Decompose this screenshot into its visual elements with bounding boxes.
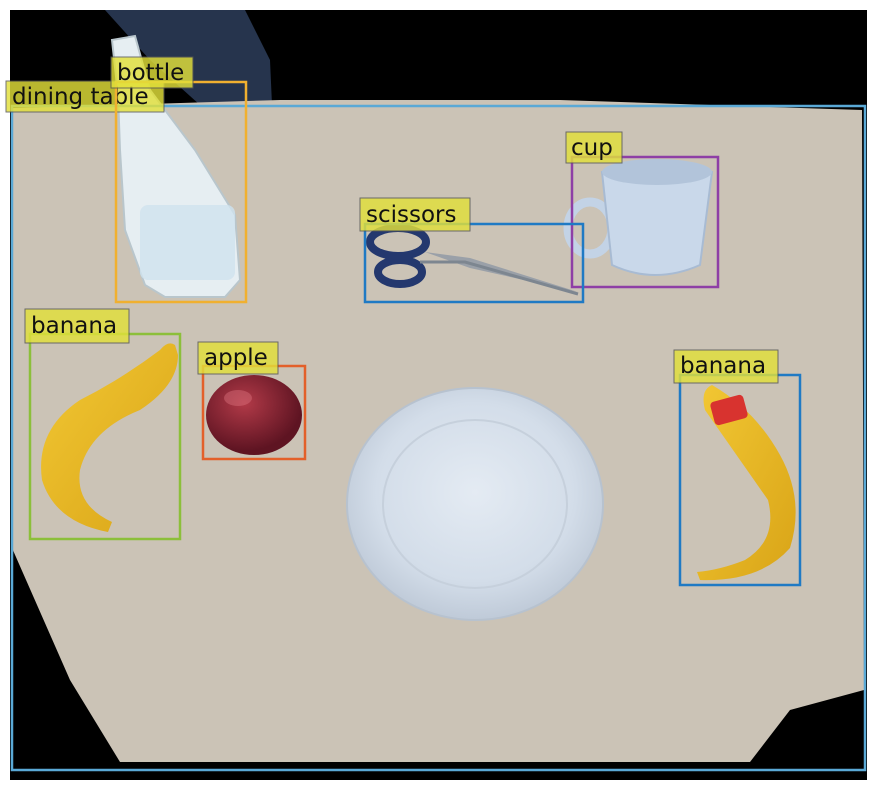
detection-box-0 [10,104,867,772]
detection-label-6: banana [680,353,766,379]
detection-label-bg-5 [197,341,279,375]
detection-label-1: bottle [117,60,184,86]
banana-sticker [710,394,748,426]
banana-right-shape [697,385,796,581]
detection-label-bg-1 [110,56,194,89]
plate-shape [346,387,604,621]
detection-box-3 [363,222,585,304]
detection-label-2: cup [571,135,613,161]
detection-label-bg-4 [24,308,130,344]
detection-label-bg-2 [565,131,623,164]
apple-shape [206,375,302,455]
detection-box-2 [570,155,720,289]
detection-label-bg-6 [673,349,779,384]
banana-left-shape [41,343,178,532]
cup-shape [563,159,714,276]
detection-label-5: apple [204,345,268,371]
detection-label-3: scissors [366,202,457,228]
detection-label-4: banana [31,313,117,339]
detection-boxes: dining tablebottlecupscissorsbananaapple… [5,56,867,772]
detection-label-bg-3 [359,197,471,232]
